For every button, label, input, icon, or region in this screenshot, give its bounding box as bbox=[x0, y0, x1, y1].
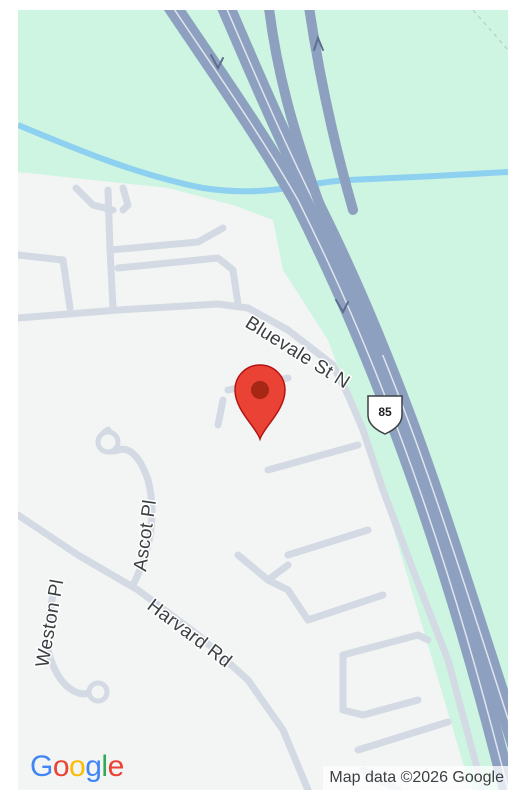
logo-letter: o bbox=[69, 750, 86, 783]
creek bbox=[18, 122, 508, 195]
logo-letter: G bbox=[30, 750, 53, 783]
logo-letter: l bbox=[101, 750, 108, 783]
highway-shield-label: 85 bbox=[378, 405, 392, 419]
highway-shield-85: 85 bbox=[367, 395, 403, 435]
highway-85 bbox=[163, 10, 508, 790]
map-canvas[interactable]: 85 Bluevale St N Harvard Rd Ascot Pl Wes… bbox=[18, 10, 508, 790]
google-logo: Google bbox=[30, 752, 124, 782]
park-area bbox=[18, 10, 508, 790]
logo-letter: g bbox=[85, 750, 102, 783]
map-view[interactable]: 85 Bluevale St N Harvard Rd Ascot Pl Wes… bbox=[18, 10, 508, 790]
logo-letter: e bbox=[107, 750, 125, 783]
boundary-line bbox=[472, 10, 508, 51]
logo-letter: o bbox=[52, 750, 70, 783]
map-pin-icon[interactable] bbox=[234, 364, 286, 442]
map-attribution[interactable]: Map data ©2026 Google bbox=[323, 766, 508, 790]
